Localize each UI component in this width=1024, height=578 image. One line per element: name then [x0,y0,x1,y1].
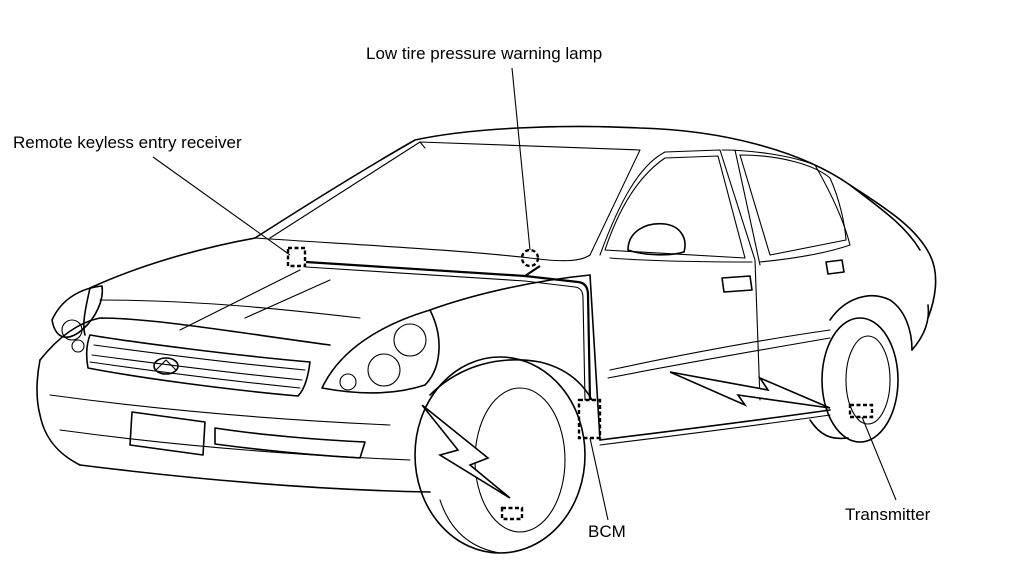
rear-signal-wave-icon [669,371,831,409]
front-signal-wave-icon [421,404,511,499]
transmitter-label: Transmitter [845,505,931,524]
low-tire-pressure-warning-lamp-label: Low tire pressure warning lamp [366,44,603,63]
harness-wire-inner [305,266,586,401]
transmitter-leader [861,416,897,501]
rear-transmitter-marker [848,403,874,419]
rke-receiver-leader [152,156,291,256]
warning-lamp-marker [520,248,540,268]
car-body-outline [36,125,937,554]
remote-keyless-entry-receiver-marker [286,246,307,268]
remote-keyless-entry-receiver-label: Remote keyless entry receiver [13,133,242,152]
bcm-marker [577,398,602,440]
front-transmitter-marker [500,506,524,521]
warning-lamp-leader [511,67,531,251]
harness-wire [305,260,592,401]
bcm-leader [589,437,609,521]
bcm-label: BCM [588,522,626,541]
